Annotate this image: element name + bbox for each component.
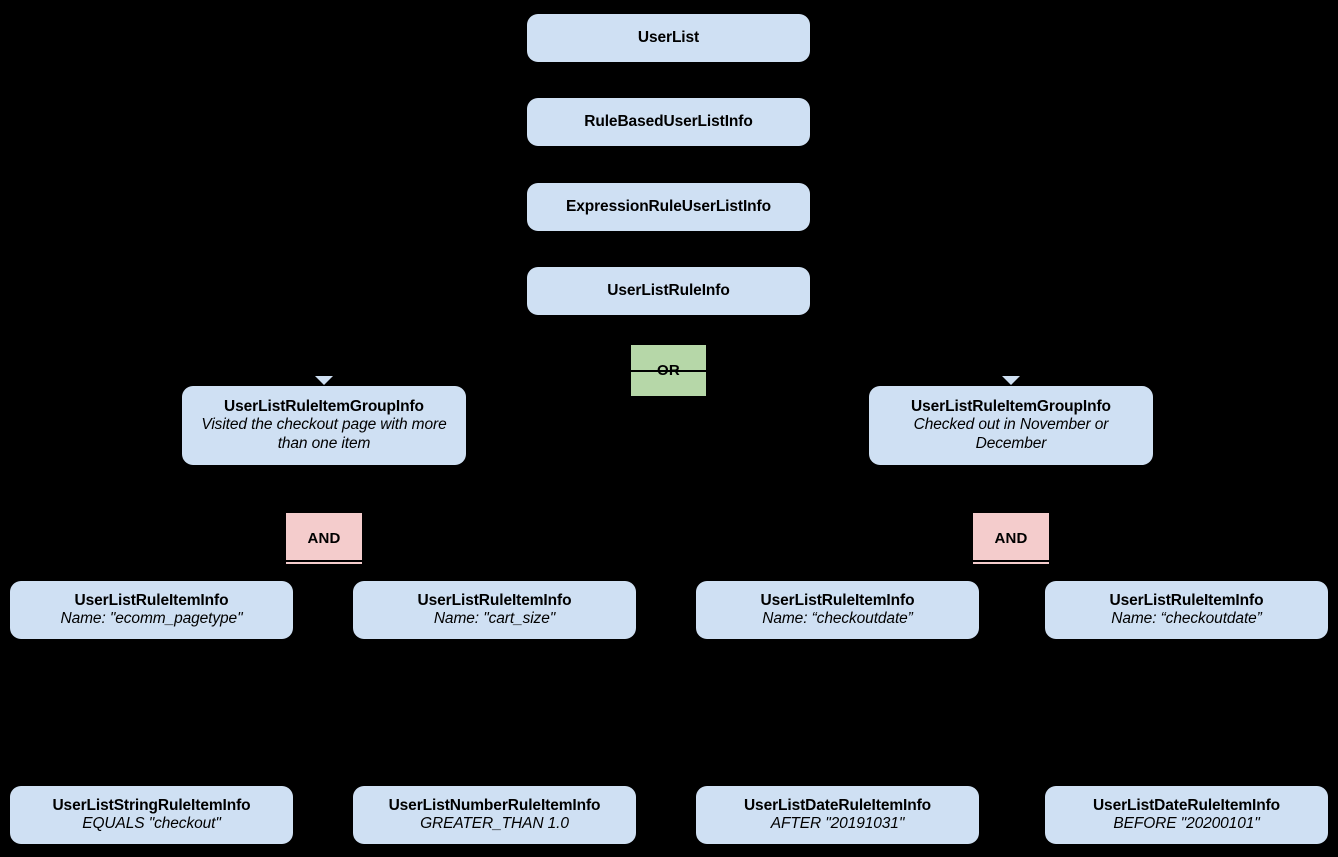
node-subtitle: Visited the checkout page with more than…: [201, 416, 447, 452]
node-title: UserList: [637, 28, 700, 46]
node-expressionruleuserlistinfo[interactable]: ExpressionRuleUserListInfo: [527, 183, 810, 231]
node-userlist[interactable]: UserList: [527, 14, 810, 62]
node-title: UserListRuleInfo: [607, 281, 730, 299]
node-title: UserListRuleItemGroupInfo: [911, 398, 1111, 416]
operator-or[interactable]: OR: [631, 345, 706, 396]
node-title: UserListRuleItemInfo: [417, 591, 572, 609]
node-rule-item-3[interactable]: UserListRuleItemInfo Name: “checkoutdate…: [696, 581, 979, 639]
node-leaf-1[interactable]: UserListStringRuleItemInfo EQUALS "check…: [10, 786, 293, 844]
operator-label: AND: [994, 529, 1028, 547]
operator-label: AND: [307, 529, 341, 547]
node-subtitle: BEFORE "20200101": [1113, 815, 1260, 832]
node-title: UserListRuleItemInfo: [760, 591, 915, 609]
edge-rule-item-1-to-leaf-1: [151, 639, 153, 786]
node-rule-item-1[interactable]: UserListRuleItemInfo Name: "ecomm_pagety…: [10, 581, 293, 639]
node-leaf-2[interactable]: UserListNumberRuleItemInfo GREATER_THAN …: [353, 786, 636, 844]
node-title: ExpressionRuleUserListInfo: [566, 197, 771, 215]
node-leaf-4[interactable]: UserListDateRuleItemInfo BEFORE "2020010…: [1045, 786, 1328, 844]
node-subtitle: Name: “checkoutdate”: [762, 610, 913, 627]
node-title: UserListRuleItemGroupInfo: [224, 398, 424, 416]
edge-or-to-group-left: [324, 370, 668, 372]
node-group-right[interactable]: UserListRuleItemGroupInfo Checked out in…: [869, 386, 1153, 465]
node-leaf-3[interactable]: UserListDateRuleItemInfo AFTER "20191031…: [696, 786, 979, 844]
edge-group-right-to-and: [1010, 465, 1012, 513]
edge-rule-item-2-to-leaf-2: [494, 639, 496, 786]
node-subtitle: EQUALS "checkout": [82, 815, 221, 832]
node-title: UserListNumberRuleItemInfo: [388, 796, 601, 814]
node-title: UserListRuleItemInfo: [1109, 591, 1264, 609]
edge-expressionrule-to-userlistrule: [668, 231, 670, 267]
group-right-connector-notch: [1002, 376, 1020, 385]
edge-userlist-to-rulebased: [668, 62, 670, 98]
node-subtitle: Checked out in November or December: [913, 416, 1109, 452]
edge-or-to-group-right: [668, 370, 1012, 372]
node-title: UserListRuleItemInfo: [74, 591, 229, 609]
node-userlistruleinfo[interactable]: UserListRuleInfo: [527, 267, 810, 315]
operator-and-left[interactable]: AND: [286, 513, 362, 564]
group-left-connector-notch: [315, 376, 333, 385]
node-title: UserListDateRuleItemInfo: [1092, 796, 1281, 814]
node-rule-item-2[interactable]: UserListRuleItemInfo Name: "cart_size": [353, 581, 636, 639]
edge-group-left-to-and: [323, 465, 325, 513]
edge-rule-item-3-to-leaf-3: [837, 639, 839, 786]
node-group-left[interactable]: UserListRuleItemGroupInfo Visited the ch…: [182, 386, 466, 465]
edge-rule-item-4-to-leaf-4: [1186, 639, 1188, 786]
node-title: UserListDateRuleItemInfo: [743, 796, 932, 814]
operator-and-right[interactable]: AND: [973, 513, 1049, 564]
node-rule-item-4[interactable]: UserListRuleItemInfo Name: “checkoutdate…: [1045, 581, 1328, 639]
node-subtitle: Name: "ecomm_pagetype": [60, 610, 243, 627]
node-subtitle: AFTER "20191031": [770, 815, 905, 832]
edge-userlistrule-to-or: [668, 315, 670, 345]
node-title: UserListStringRuleItemInfo: [52, 796, 251, 814]
node-rulebaseduserlistinfo[interactable]: RuleBasedUserListInfo: [527, 98, 810, 146]
node-subtitle: Name: “checkoutdate”: [1111, 610, 1262, 627]
operator-label: OR: [657, 361, 680, 379]
edge-rulebased-to-expressionrule: [668, 146, 670, 183]
node-subtitle: GREATER_THAN 1.0: [420, 815, 569, 832]
node-title: RuleBasedUserListInfo: [584, 112, 753, 130]
node-subtitle: Name: "cart_size": [433, 610, 556, 627]
